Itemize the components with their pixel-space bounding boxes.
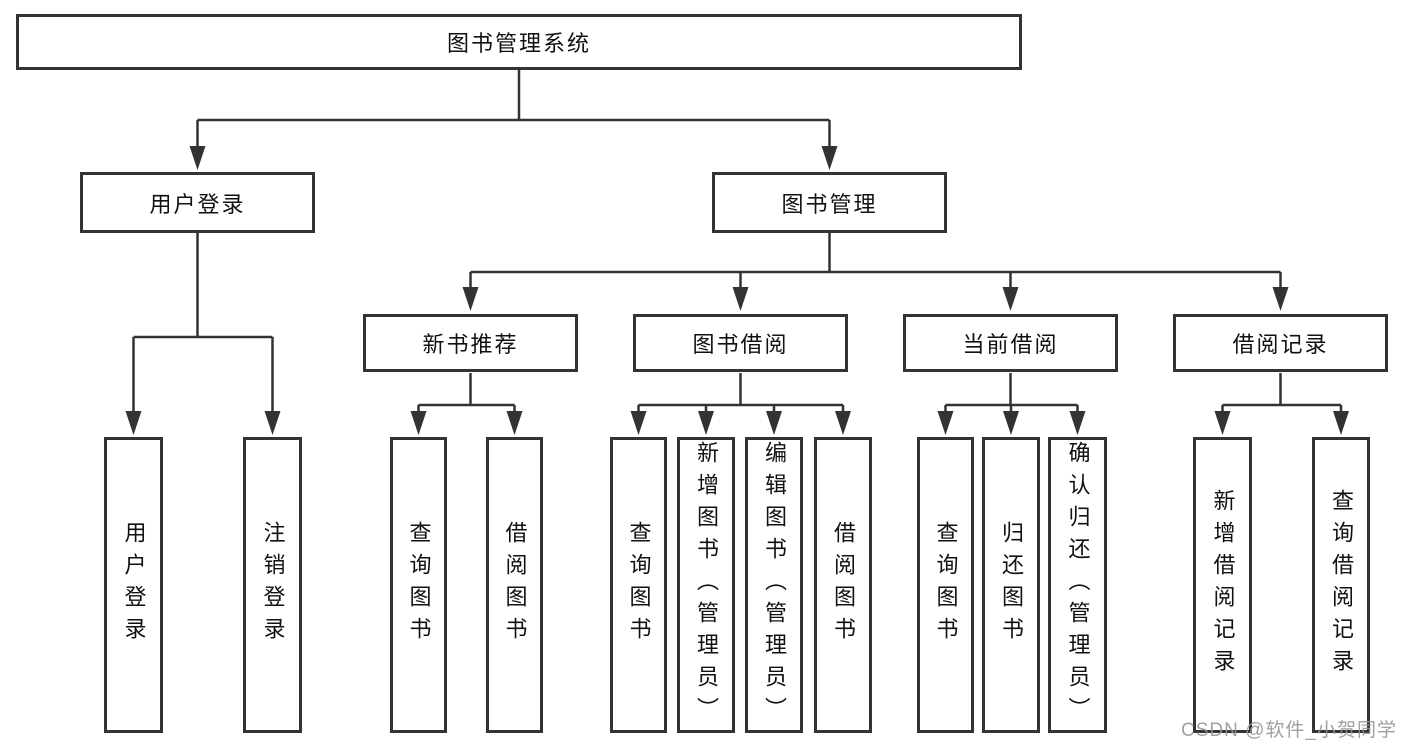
leaf-user-login: 用户登录 [104,437,163,733]
node-label: 借阅图书 [831,521,856,649]
node-label: 查询图书 [626,521,652,649]
leaf-query-books-newbook: 查询图书 [390,437,447,733]
node-label: 用户登录 [121,521,147,649]
node-label: 注销登录 [260,521,286,649]
leaf-add-borrowing-record: 新增借阅记录 [1193,437,1252,733]
csdn-watermark: CSDN @软件_小贺同学 [1181,720,1397,741]
node-label: 确认归还（管理员） [1065,441,1091,729]
node-label: 归还图书 [999,521,1024,649]
node-label: 新增借阅记录 [1210,489,1236,681]
node-label: 查询图书 [933,521,959,649]
node-label: 图书借阅 [692,332,789,357]
node-label: 查询借阅记录 [1329,489,1354,681]
leaf-query-books-borrowing: 查询图书 [610,437,667,733]
leaf-confirm-return-admin: 确认归还（管理员） [1048,437,1107,733]
node-label: 图书管理 [781,191,878,217]
node-label: 借阅图书 [502,521,528,649]
arrowheads [125,146,1349,435]
node-borrowing-records: 借阅记录 [1173,314,1388,372]
leaf-add-book-admin: 新增图书（管理员） [677,437,735,733]
node-label: 当前借阅 [962,332,1059,357]
node-book-borrowing: 图书借阅 [633,314,848,372]
leaf-borrow-books-borrowing: 借阅图书 [814,437,872,733]
node-root-system: 图书管理系统 [16,14,1022,70]
leaf-borrow-books-newbook: 借阅图书 [486,437,543,733]
node-label: 借阅记录 [1232,332,1329,357]
node-current-borrowing: 当前借阅 [903,314,1118,372]
leaf-query-books-current: 查询图书 [917,437,974,733]
leaf-edit-book-admin: 编辑图书（管理员） [745,437,803,733]
node-label: 新书推荐 [422,332,519,357]
leaf-query-borrowing-record: 查询借阅记录 [1312,437,1370,733]
node-label: 用户登录 [149,191,246,217]
node-user-login-branch: 用户登录 [80,172,315,233]
leaf-return-books: 归还图书 [982,437,1040,733]
node-label: 图书管理系统 [446,31,591,56]
node-label: 新增图书（管理员） [694,441,719,729]
leaf-logout: 注销登录 [243,437,302,733]
node-label: 编辑图书（管理员） [762,441,787,729]
node-label: 查询图书 [406,521,432,649]
node-book-management-branch: 图书管理 [712,172,947,233]
node-new-book-recommendation: 新书推荐 [363,314,578,372]
